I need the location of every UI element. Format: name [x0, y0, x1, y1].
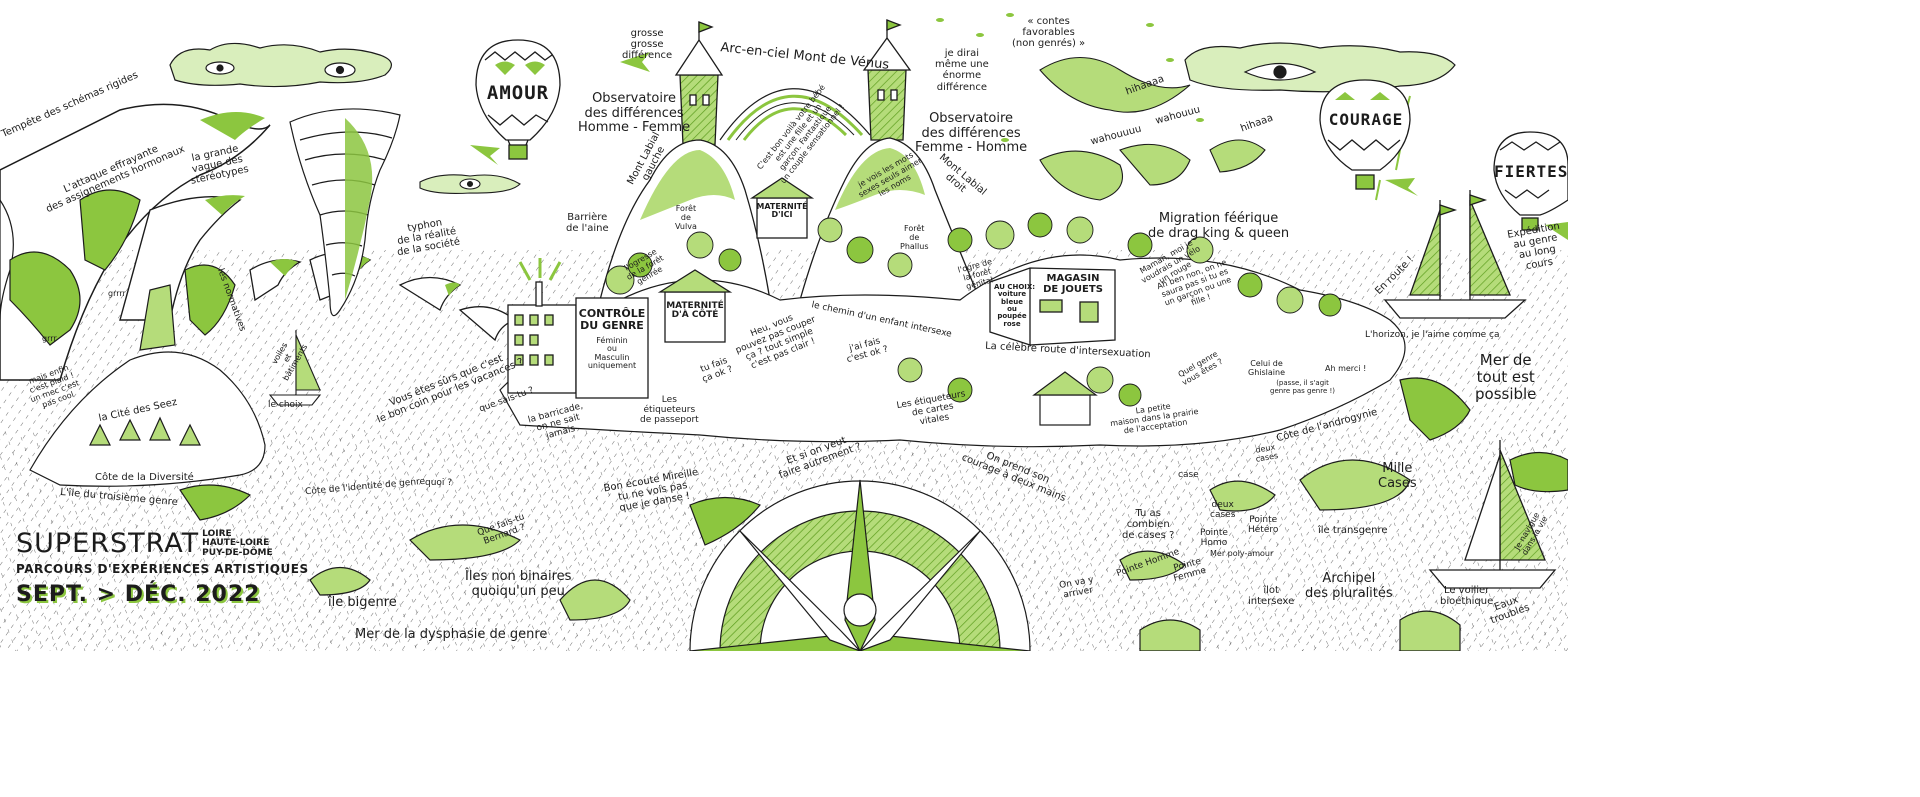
label-obs-hf: Observatoire des différences Homme - Fem… — [578, 91, 691, 136]
green-arrows — [470, 52, 1568, 240]
balloon-fiertes — [1493, 131, 1568, 231]
label-migration: Migration féérique de drag king & queen — [1148, 211, 1290, 241]
label-ah-merci: Ah merci ! — [1325, 364, 1367, 373]
label-mer-dysphasie: Mer de la dysphasie de genre — [355, 627, 548, 642]
magasin-sign: MAGASIN DE JOUETS — [1043, 273, 1103, 295]
label-grrr1: grrrr — [108, 289, 126, 298]
label-pointe-hetero: Pointe Hétéro — [1248, 515, 1279, 536]
label-cote-diversite: Côte de la Diversité — [95, 472, 194, 483]
brand-subtitle: PARCOURS D'EXPÉRIENCES ARTISTIQUES — [16, 562, 309, 576]
central-island — [499, 254, 1406, 448]
label-expedition: Expédition au genre au long cours — [1506, 220, 1561, 272]
label-ghislaine: Celui de Ghislaine — [1248, 359, 1285, 377]
eye-cloud-left — [169, 42, 392, 88]
label-barriere: Barrière de l'aine — [566, 212, 609, 235]
balloon-amour-label: AMOUR — [486, 82, 550, 104]
label-etiqueteurs-passeport: Les étiqueteurs de passeport — [640, 395, 699, 426]
label-iles-non-binaires: Îles non binaires quoiqu'un peu — [465, 569, 572, 599]
label-foret-phallus: Forêt de Phallus — [900, 224, 929, 251]
label-passe: (passe, il s'agit genre pas genre !) — [1270, 379, 1336, 395]
balloon-courage — [1319, 79, 1411, 190]
brand-dates: SEPT. > DÉC. 2022 — [16, 582, 261, 607]
label-ile-transgenre: île transgenre — [1318, 525, 1388, 536]
controle-title: CONTRÔLE DU GENRE — [578, 307, 646, 332]
label-voilier: Le voilier bioéthique — [1440, 585, 1494, 608]
label-quoi: quoi ? — [425, 478, 453, 488]
cite-seez-island — [29, 284, 266, 487]
sailboat-expedition — [1383, 190, 1527, 319]
label-grrr2: grrr — [42, 334, 57, 343]
small-islands — [309, 459, 1461, 651]
maternite-ici-building — [749, 177, 815, 239]
balloon-amour — [475, 39, 561, 160]
brand-name: SUPERSTRAT — [16, 528, 200, 559]
tower-right — [862, 19, 912, 141]
maternite-cote-building — [657, 269, 733, 343]
eye-cloud-small — [419, 174, 521, 194]
label-mille-cases: Mille Cases — [1378, 461, 1417, 491]
label-mer-possible: Mer de tout est possible — [1475, 351, 1537, 403]
label-dirai: je dirai même une énorme différence — [935, 48, 989, 93]
balloon-courage-label: COURAGE — [1328, 110, 1404, 129]
label-pointe-homo: Pointe Homo — [1200, 528, 1228, 549]
sharks — [9, 189, 1568, 546]
maternite-cote-sign: MATERNITÉ D'À CÔTÉ — [666, 301, 724, 321]
label-grosse-difference: grosse grosse différence — [622, 28, 673, 62]
label-deux-cases2: deux cases — [1210, 500, 1236, 521]
balloon-fiertes-label: FIERTES — [1494, 162, 1569, 181]
typhoon — [289, 108, 401, 317]
label-contes: « contes favorables (non genrés) » — [1012, 16, 1086, 50]
rainbow — [719, 88, 871, 141]
map-illustration — [0, 13, 1568, 651]
magasin-building — [989, 267, 1116, 346]
label-archipel: Archipel des pluralités — [1305, 571, 1393, 601]
label-ile-bigenre: île bigenre — [328, 595, 397, 610]
label-obs-fh: Observatoire des différences Femme - Hom… — [915, 111, 1028, 156]
maternite-ici-sign: MATERNITÉ D'ICI — [756, 202, 808, 220]
label-horizon: L'horizon, je l'aime comme ça — [1365, 330, 1500, 340]
sailboat-bioethique — [1428, 440, 1557, 589]
controle-building — [507, 258, 649, 399]
label-combien-cases: Tu as combien de cases ? — [1122, 508, 1175, 542]
drag-birds — [1039, 56, 1266, 201]
label-foret-vulva: Forêt de Vulva — [675, 204, 697, 231]
petite-maison — [1032, 371, 1098, 426]
label-ilot-intersexe: îlot intersexe — [1248, 585, 1295, 608]
label-choix: le choix — [268, 400, 303, 410]
magasin-choice: AU CHOIX: voiture bleue ou poupée rose — [994, 283, 1036, 328]
label-poly-amour: Mer poly-amour — [1210, 549, 1274, 558]
label-case: case — [1178, 470, 1199, 480]
trees — [605, 212, 1342, 407]
controle-subtitle: Féminin ou Masculin uniquement — [587, 336, 637, 371]
compass-rose — [689, 479, 1031, 651]
brand-regions: LOIRE HAUTE-LOIRE PUY-DE-DÔME — [202, 529, 273, 558]
sailboat-small — [268, 330, 322, 406]
